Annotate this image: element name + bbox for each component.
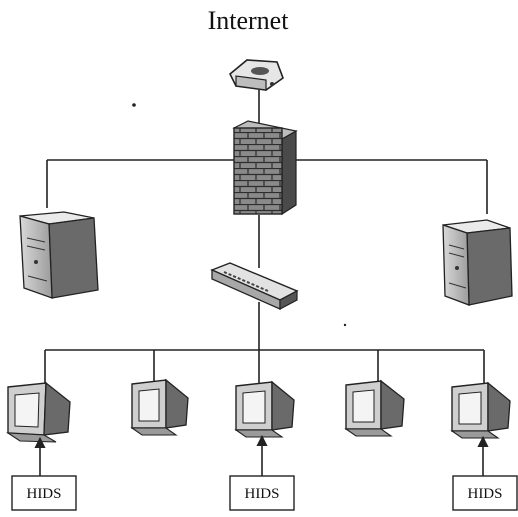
workstation-1-icon bbox=[6, 381, 71, 443]
hids-box-1: HIDS bbox=[11, 475, 77, 511]
hids-label-3: HIDS bbox=[467, 486, 502, 502]
speck-mark bbox=[343, 323, 347, 327]
server-right-icon bbox=[442, 219, 513, 306]
router-icon bbox=[228, 59, 284, 91]
hids-label-1: HIDS bbox=[26, 486, 61, 502]
workstation-5-icon bbox=[450, 381, 511, 439]
internet-label: Internet bbox=[208, 6, 290, 35]
hids-label-2: HIDS bbox=[244, 486, 279, 502]
workstation-4-icon bbox=[344, 379, 405, 437]
hids-arrows bbox=[34, 434, 489, 476]
switch-icon bbox=[210, 262, 299, 310]
speck-mark bbox=[132, 103, 136, 107]
server-left-icon bbox=[19, 211, 99, 299]
network-links bbox=[44, 90, 488, 386]
hids-box-2: HIDS bbox=[229, 475, 295, 511]
workstation-2-icon bbox=[130, 378, 189, 436]
hids-box-3: HIDS bbox=[452, 475, 518, 511]
firewall-icon bbox=[232, 120, 298, 216]
workstation-3-icon bbox=[234, 380, 295, 438]
